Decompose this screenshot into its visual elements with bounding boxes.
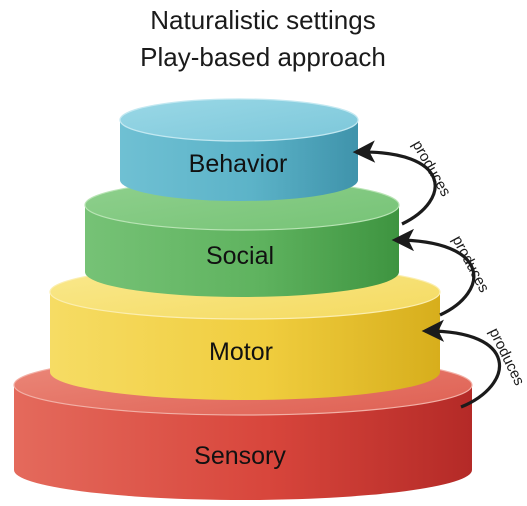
tier-social-label: Social bbox=[206, 242, 274, 270]
curved-arrow-icon bbox=[421, 319, 502, 409]
tier-sensory-label: Sensory bbox=[194, 442, 286, 470]
tier-behavior-side bbox=[120, 120, 358, 201]
tier-motor-label: Motor bbox=[209, 338, 273, 366]
tier-behavior-label: Behavior bbox=[189, 150, 288, 178]
tier-behavior: Behavior bbox=[119, 98, 359, 201]
title-line-2: Play-based approach bbox=[140, 42, 386, 72]
produces-label-3: produces bbox=[485, 325, 527, 388]
tier-motor-side bbox=[50, 292, 440, 400]
title-line-1: Naturalistic settings bbox=[150, 5, 375, 35]
tier-sensory-side bbox=[14, 385, 472, 500]
tier-social-side bbox=[85, 205, 399, 297]
produces-label-1: produces bbox=[409, 138, 455, 200]
tier-behavior-top bbox=[119, 98, 359, 142]
curved-arrow-icon bbox=[391, 228, 476, 317]
curved-arrow-icon bbox=[352, 140, 437, 226]
